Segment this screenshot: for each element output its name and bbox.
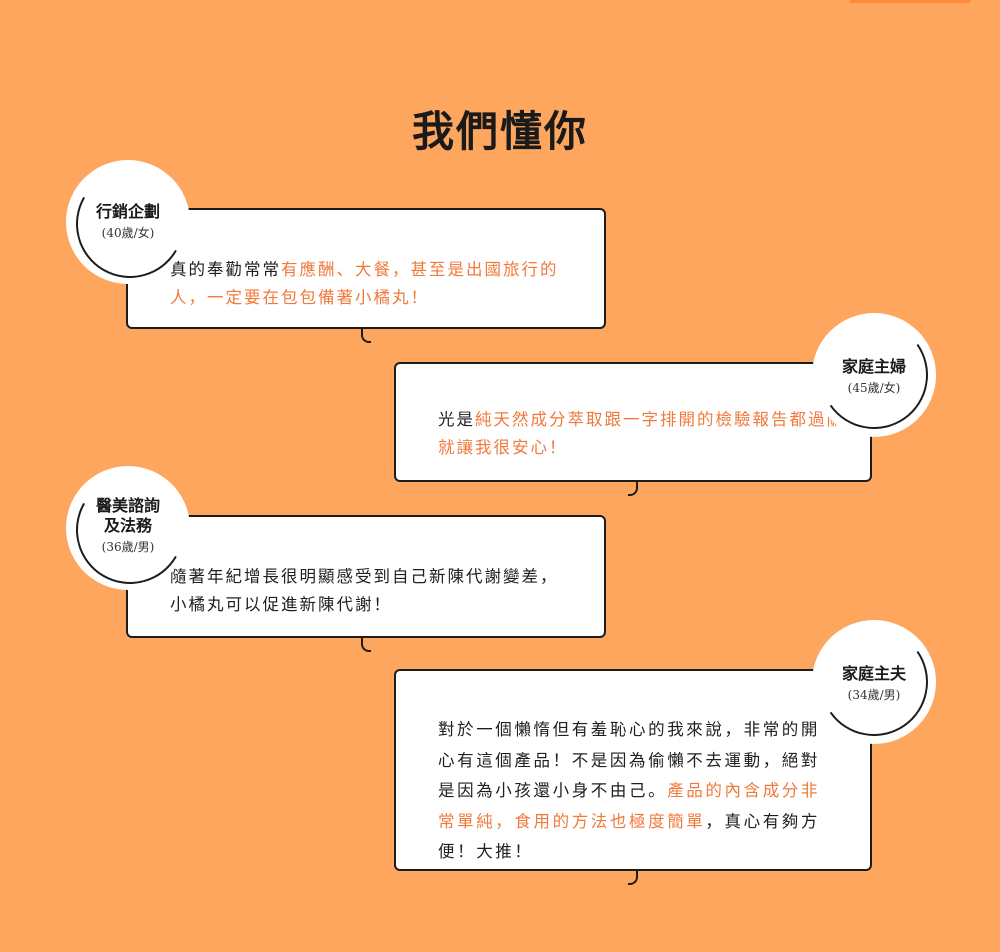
speaker-age-gender: (34歲/男) <box>847 688 901 702</box>
text-segment: 對於一個懶惰但有羞恥心的我來說，非常的開心有這個產品！不是因為偷懶不去運動，絕對… <box>438 720 820 800</box>
speaker-age-gender: (36歲/男) <box>101 540 155 554</box>
speaker-badge: 家庭主夫 (34歲/男) <box>811 619 937 745</box>
badge-label: 家庭主夫 (34歲/男) <box>812 664 936 704</box>
page-title: 我們懂你 <box>411 107 588 156</box>
speaker-role: 醫美諮詢 <box>95 496 160 515</box>
text-segment: 光是 <box>438 410 475 429</box>
highlight-segment: 有應酬、大餐，甚至是出國旅行的人，一定要在包包備著小橘丸！ <box>170 260 559 307</box>
highlight-segment: 產品的內含成分非常單純，食用的方法也極度簡單 <box>438 781 821 831</box>
bubble-tail <box>628 869 638 885</box>
badge-label: 醫美諮詢 及法務 (36歲/男) <box>66 496 190 556</box>
testimonial-text: 真的奉勸常常有應酬、大餐，甚至是出國旅行的人，一定要在包包備著小橘丸！ <box>170 256 590 312</box>
testimonial-text: 隨著年紀增長很明顯感受到自己新陳代謝變差，小橘丸可以促進新陳代謝！ <box>170 563 570 619</box>
speech-bubble: 真的奉勸常常有應酬、大餐，甚至是出國旅行的人，一定要在包包備著小橘丸！ <box>126 208 606 329</box>
speaker-age-gender: (40歲/女) <box>101 226 155 240</box>
badge-label: 行銷企劃 (40歲/女) <box>66 202 190 242</box>
bubble-tail <box>361 327 371 343</box>
speaker-badge: 行銷企劃 (40歲/女) <box>63 157 197 291</box>
testimonial-text: 對於一個懶惰但有羞恥心的我來說，非常的開心有這個產品！不是因為偷懶不去運動，絕對… <box>438 715 838 868</box>
speaker-badge: 醫美諮詢 及法務 (36歲/男) <box>63 463 197 597</box>
bubble-tail <box>628 480 638 496</box>
top-accent-mark <box>850 0 970 3</box>
speaker-role: 家庭主婦 <box>841 357 906 376</box>
speaker-role: 家庭主夫 <box>841 664 906 683</box>
testimonial-text: 光是純天然成分萃取跟一字排開的檢驗報告都過關就讓我很安心！ <box>438 406 858 462</box>
speaker-role: 行銷企劃 <box>95 202 160 221</box>
speaker-badge: 家庭主婦 (45歲/女) <box>811 312 937 438</box>
speech-bubble: 對於一個懶惰但有羞恥心的我來說，非常的開心有這個產品！不是因為偷懶不去運動，絕對… <box>394 669 872 871</box>
bubble-tail <box>361 636 371 652</box>
speech-bubble: 光是純天然成分萃取跟一字排開的檢驗報告都過關就讓我很安心！ <box>394 362 872 482</box>
speech-bubble: 隨著年紀增長很明顯感受到自己新陳代謝變差，小橘丸可以促進新陳代謝！ <box>126 515 606 638</box>
text-segment: ，真心有夠方便！大推！ <box>438 811 821 862</box>
speaker-age-gender: (45歲/女) <box>847 381 901 395</box>
highlight-segment: 純天然成分萃取跟一字排開的檢驗報告都過關就讓我很安心！ <box>438 410 845 457</box>
text-segment: 真的奉勸常常 <box>170 260 281 279</box>
badge-label: 家庭主婦 (45歲/女) <box>812 357 936 397</box>
speaker-role-line2: 及法務 <box>103 516 152 535</box>
text-segment: 隨著年紀增長很明顯感受到自己新陳代謝變差，小橘丸可以促進新陳代謝！ <box>170 567 559 614</box>
